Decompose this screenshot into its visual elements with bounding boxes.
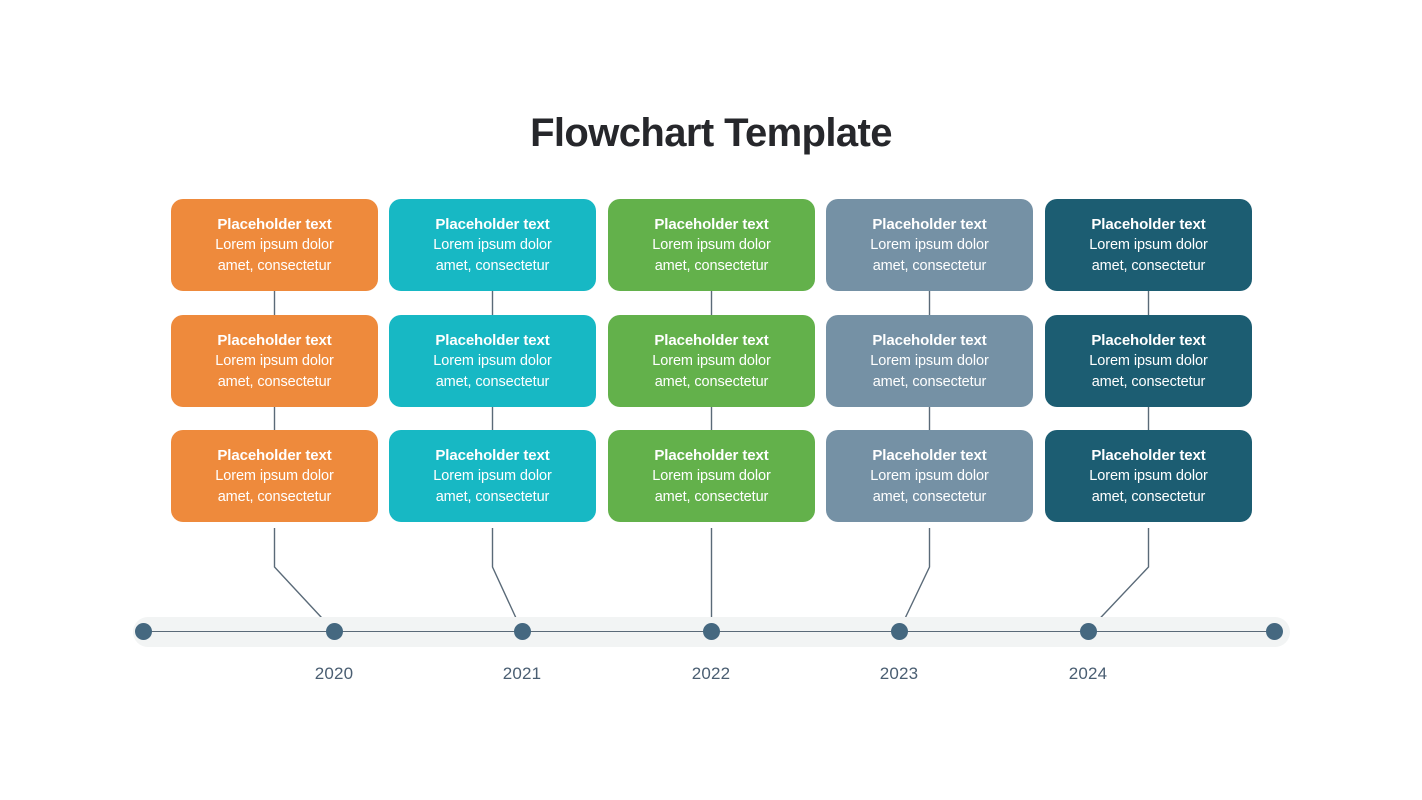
flow-column-slate: Placeholder text Lorem ipsum dolor amet,… bbox=[826, 199, 1033, 528]
timeline-dot-start[interactable] bbox=[134, 623, 152, 640]
card-body-line2: amet, consectetur bbox=[1091, 488, 1206, 505]
timeline-dot-2022[interactable] bbox=[702, 623, 720, 640]
flow-card[interactable]: Placeholder text Lorem ipsum dolor amet,… bbox=[608, 315, 815, 407]
card-body-line2: amet, consectetur bbox=[217, 488, 332, 505]
flow-card[interactable]: Placeholder text Lorem ipsum dolor amet,… bbox=[826, 199, 1033, 291]
card-title: Placeholder text bbox=[872, 216, 987, 233]
card-body-line2: amet, consectetur bbox=[1091, 373, 1206, 390]
card-body-line2: amet, consectetur bbox=[435, 488, 550, 505]
card-body-line2: amet, consectetur bbox=[435, 373, 550, 390]
flow-card[interactable]: Placeholder text Lorem ipsum dolor amet,… bbox=[1045, 430, 1252, 522]
card-body-line1: Lorem ipsum dolor bbox=[652, 237, 771, 253]
card-body-line1: Lorem ipsum dolor bbox=[215, 353, 334, 369]
year-label-2021: 2021 bbox=[502, 664, 542, 683]
card-body-line1: Lorem ipsum dolor bbox=[215, 237, 334, 253]
flow-card[interactable]: Placeholder text Lorem ipsum dolor amet,… bbox=[826, 315, 1033, 407]
timeline-dot-end[interactable] bbox=[1265, 623, 1283, 640]
flow-column-teal: Placeholder text Lorem ipsum dolor amet,… bbox=[389, 199, 596, 528]
card-body-line1: Lorem ipsum dolor bbox=[1089, 353, 1208, 369]
card-grid: Placeholder text Lorem ipsum dolor amet,… bbox=[171, 199, 1252, 528]
flow-card[interactable]: Placeholder text Lorem ipsum dolor amet,… bbox=[171, 199, 378, 291]
flow-column-darkteal: Placeholder text Lorem ipsum dolor amet,… bbox=[1045, 199, 1252, 528]
card-body-line2: amet, consectetur bbox=[872, 257, 987, 274]
flow-card[interactable]: Placeholder text Lorem ipsum dolor amet,… bbox=[608, 199, 815, 291]
flow-card[interactable]: Placeholder text Lorem ipsum dolor amet,… bbox=[171, 430, 378, 522]
page-title: Flowchart Template bbox=[530, 111, 892, 155]
timeline-dot-2020[interactable] bbox=[325, 623, 343, 640]
year-label-2022: 2022 bbox=[691, 664, 731, 683]
card-title: Placeholder text bbox=[1091, 332, 1206, 349]
card-body-line1: Lorem ipsum dolor bbox=[652, 468, 771, 484]
card-title: Placeholder text bbox=[435, 216, 550, 233]
card-body-line2: amet, consectetur bbox=[872, 373, 987, 390]
card-body-line2: amet, consectetur bbox=[1091, 257, 1206, 274]
year-label-2020: 2020 bbox=[314, 664, 354, 683]
card-body-line1: Lorem ipsum dolor bbox=[215, 468, 334, 484]
flow-card[interactable]: Placeholder text Lorem ipsum dolor amet,… bbox=[1045, 199, 1252, 291]
flow-column-green: Placeholder text Lorem ipsum dolor amet,… bbox=[608, 199, 815, 528]
card-body-line2: amet, consectetur bbox=[872, 488, 987, 505]
flow-card[interactable]: Placeholder text Lorem ipsum dolor amet,… bbox=[1045, 315, 1252, 407]
flow-card[interactable]: Placeholder text Lorem ipsum dolor amet,… bbox=[389, 199, 596, 291]
card-body-line1: Lorem ipsum dolor bbox=[1089, 237, 1208, 253]
card-body-line2: amet, consectetur bbox=[435, 257, 550, 274]
card-title: Placeholder text bbox=[217, 216, 332, 233]
card-title: Placeholder text bbox=[654, 447, 769, 464]
timeline-dot-2024[interactable] bbox=[1079, 623, 1097, 640]
year-label-2024: 2024 bbox=[1068, 664, 1108, 683]
card-title: Placeholder text bbox=[872, 447, 987, 464]
card-body-line1: Lorem ipsum dolor bbox=[433, 237, 552, 253]
card-body-line1: Lorem ipsum dolor bbox=[870, 237, 989, 253]
card-title: Placeholder text bbox=[1091, 216, 1206, 233]
card-body-line2: amet, consectetur bbox=[654, 488, 769, 505]
card-body-line2: amet, consectetur bbox=[654, 257, 769, 274]
card-body-line2: amet, consectetur bbox=[217, 373, 332, 390]
flow-card[interactable]: Placeholder text Lorem ipsum dolor amet,… bbox=[608, 430, 815, 522]
card-title: Placeholder text bbox=[217, 332, 332, 349]
card-title: Placeholder text bbox=[217, 447, 332, 464]
year-label-2023: 2023 bbox=[879, 664, 919, 683]
timeline-dot-2021[interactable] bbox=[513, 623, 531, 640]
card-title: Placeholder text bbox=[654, 332, 769, 349]
card-body-line1: Lorem ipsum dolor bbox=[433, 468, 552, 484]
timeline-dot-2023[interactable] bbox=[890, 623, 908, 640]
card-title: Placeholder text bbox=[1091, 447, 1206, 464]
flow-card[interactable]: Placeholder text Lorem ipsum dolor amet,… bbox=[389, 315, 596, 407]
card-body-line2: amet, consectetur bbox=[217, 257, 332, 274]
card-title: Placeholder text bbox=[654, 216, 769, 233]
card-title: Placeholder text bbox=[872, 332, 987, 349]
card-body-line1: Lorem ipsum dolor bbox=[1089, 468, 1208, 484]
flow-card[interactable]: Placeholder text Lorem ipsum dolor amet,… bbox=[389, 430, 596, 522]
card-body-line2: amet, consectetur bbox=[654, 373, 769, 390]
card-body-line1: Lorem ipsum dolor bbox=[870, 468, 989, 484]
flow-card[interactable]: Placeholder text Lorem ipsum dolor amet,… bbox=[826, 430, 1033, 522]
card-title: Placeholder text bbox=[435, 447, 550, 464]
card-body-line1: Lorem ipsum dolor bbox=[433, 353, 552, 369]
card-body-line1: Lorem ipsum dolor bbox=[870, 353, 989, 369]
flow-card[interactable]: Placeholder text Lorem ipsum dolor amet,… bbox=[171, 315, 378, 407]
flow-column-orange: Placeholder text Lorem ipsum dolor amet,… bbox=[171, 199, 378, 528]
card-body-line1: Lorem ipsum dolor bbox=[652, 353, 771, 369]
card-title: Placeholder text bbox=[435, 332, 550, 349]
